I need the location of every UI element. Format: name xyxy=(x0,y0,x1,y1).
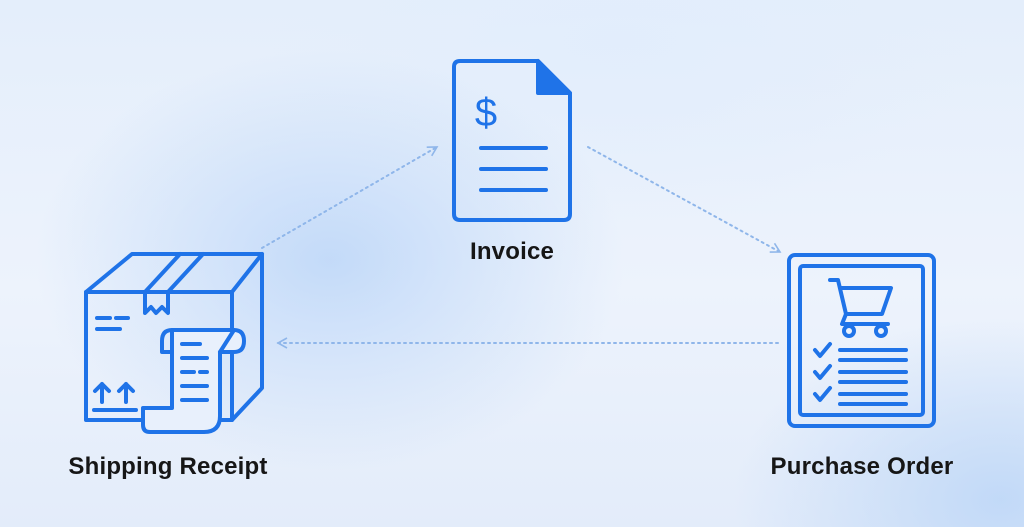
invoice-document-icon: $ xyxy=(452,59,572,222)
svg-text:$: $ xyxy=(475,91,497,135)
arrow-shipping-to-invoice xyxy=(261,146,439,249)
arrow-invoice-to-purchase-order xyxy=(587,146,782,253)
shipping-receipt-label: Shipping Receipt xyxy=(68,453,268,480)
purchase-order-cart-icon xyxy=(787,253,936,428)
purchase-order-label: Purchase Order xyxy=(770,453,954,480)
box-with-receipt-icon xyxy=(84,252,264,434)
invoice-label: Invoice xyxy=(469,238,555,265)
